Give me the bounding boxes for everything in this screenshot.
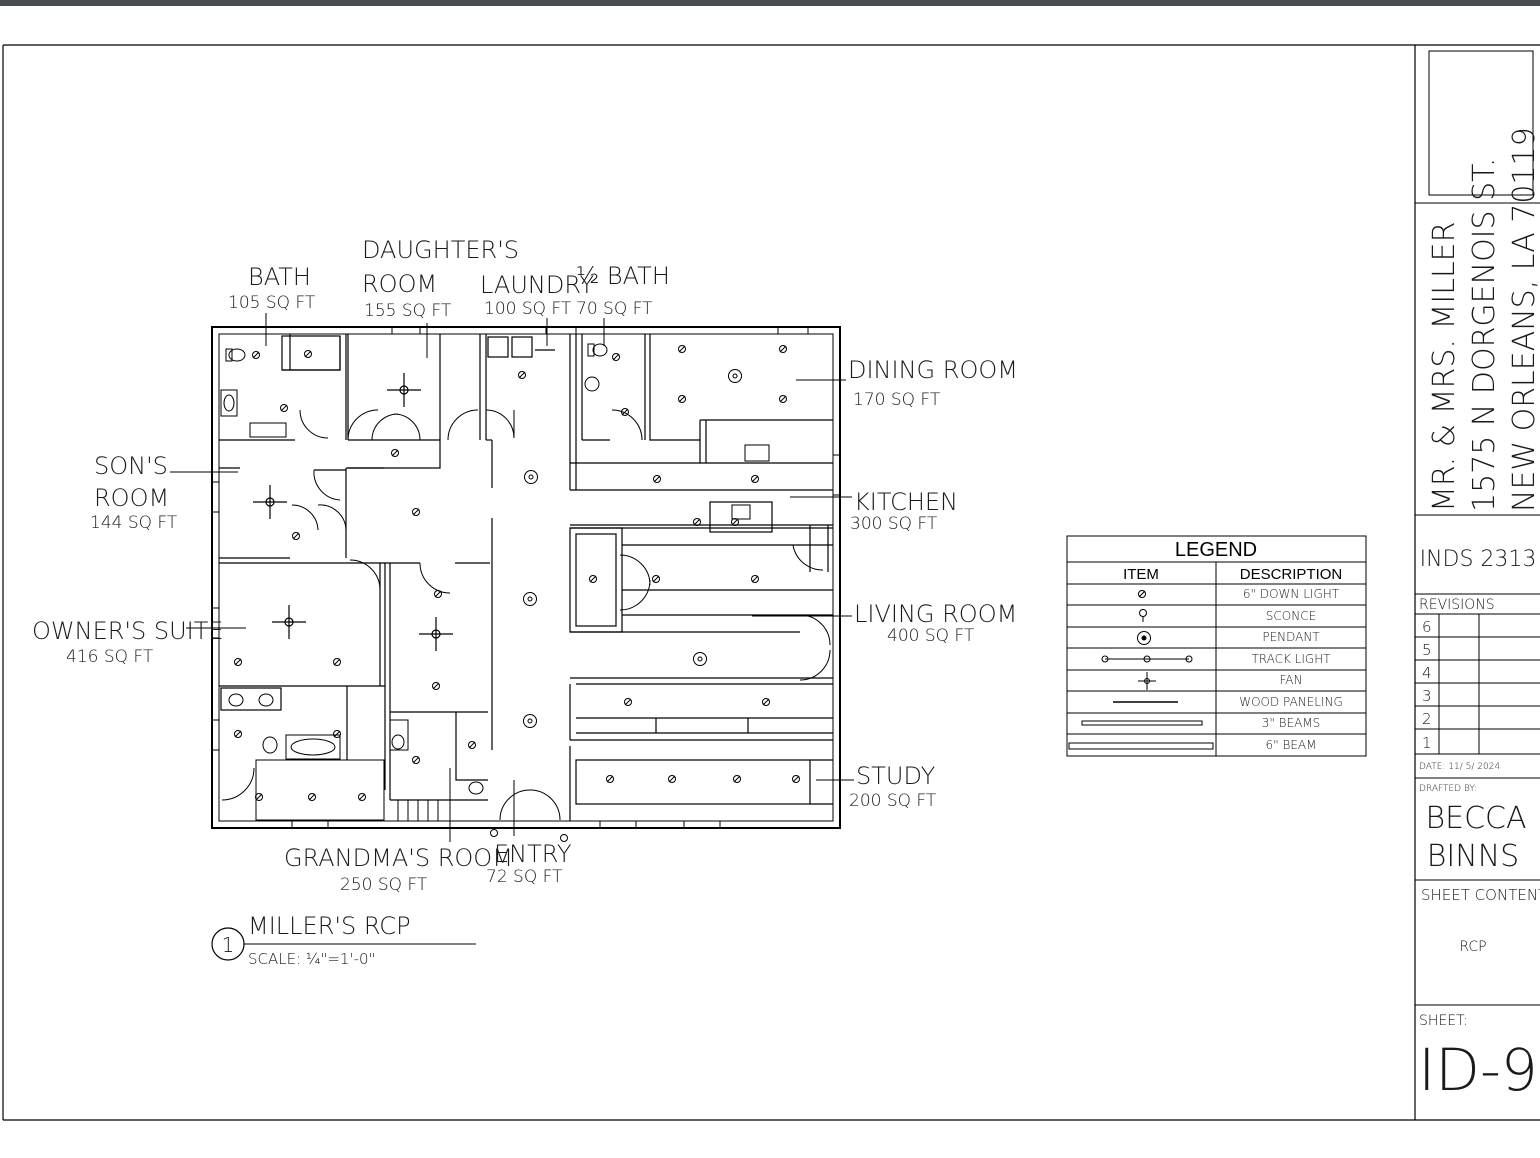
project-info-vertical: MR. & MRS. MILLER 1575 N DORGENOIS ST. N… <box>1427 127 1540 512</box>
room-label-grandmas-room: GRANDMA'S ROOM <box>284 844 513 872</box>
pendant-icon <box>1137 631 1151 645</box>
legend-desc-wood-paneling: WOOD PANELING <box>1239 695 1343 709</box>
legend-title: LEGEND <box>1175 539 1257 561</box>
room-area-laundry: 100 SQ FT <box>484 299 572 319</box>
window-top-bar <box>0 0 1540 6</box>
legend-desc-down-light: 6" DOWN LIGHT <box>1243 587 1340 601</box>
room-area-sons-room: 144 SQ FT <box>90 513 178 533</box>
room-label-owners-suite: OWNER'S SUITE <box>32 617 224 645</box>
room-label-living-room: LIVING ROOM <box>854 600 1017 628</box>
legend-desc-track-light: TRACK LIGHT <box>1251 652 1331 666</box>
track-light-icon <box>1101 655 1193 663</box>
legend-desc-6in-beam: 6" BEAM <box>1266 738 1317 752</box>
sheet-contents: RCP <box>1459 939 1486 955</box>
legend-col-description: DESCRIPTION <box>1240 566 1343 583</box>
room-labels: BATH 105 SQ FT DAUGHTER'S ROOM 155 SQ FT… <box>32 236 1018 895</box>
room-label-entry: ENTRY <box>494 840 572 868</box>
plan-down-lights <box>234 345 800 801</box>
room-area-study: 200 SQ FT <box>849 791 937 811</box>
fan-icon <box>1138 672 1156 690</box>
drawing-title: 1 MILLER'S RCP SCALE: ¼"=1'-0" <box>211 912 476 968</box>
legend-desc-3in-beams: 3" BEAMS <box>1262 716 1321 730</box>
sconce-icon <box>1139 609 1147 622</box>
revision-1: 1 <box>1422 734 1432 752</box>
room-label-study: STUDY <box>856 762 936 790</box>
title-block: MR. & MRS. MILLER 1575 N DORGENOIS ST. N… <box>1415 50 1540 1104</box>
drafted-by-label: DRAFTED BY: <box>1419 784 1477 794</box>
down-light-icon <box>1138 590 1146 598</box>
sheet-label: SHEET: <box>1419 1013 1468 1029</box>
room-area-bath: 105 SQ FT <box>228 293 316 313</box>
legend: LEGEND ITEM DESCRIPTION 6" DOWN LIGHT SC… <box>1066 535 1367 757</box>
room-label-sons-room: SON'S <box>94 452 168 480</box>
legend-col-item: ITEM <box>1123 566 1159 583</box>
sheet-number: ID-9 <box>1418 1036 1538 1104</box>
drawing-date: DATE: 11/ 5/ 2024 <box>1419 762 1500 772</box>
legend-desc-sconce: SCONCE <box>1266 609 1316 623</box>
revision-3: 3 <box>1422 687 1432 705</box>
revision-6: 6 <box>1422 618 1432 636</box>
room-area-living-room: 400 SQ FT <box>887 626 975 646</box>
drafter-last-name: BINNS <box>1427 839 1519 874</box>
room-area-kitchen: 300 SQ FT <box>850 514 938 534</box>
revision-5: 5 <box>1422 641 1432 659</box>
room-area-grandmas-room: 250 SQ FT <box>340 875 428 895</box>
plan-fans <box>253 373 453 651</box>
room-label-laundry: LAUNDRY <box>480 271 594 299</box>
legend-desc-fan: FAN <box>1280 673 1303 687</box>
plan-pendants <box>523 369 742 728</box>
revision-4: 4 <box>1422 664 1432 682</box>
beam-6in-icon <box>1068 742 1214 750</box>
sheet-contents-label: SHEET CONTENTS: <box>1421 886 1540 904</box>
room-label-dining-room: DINING ROOM <box>848 356 1018 384</box>
legend-desc-pendant: PENDANT <box>1262 630 1320 644</box>
room-area-daughters-room: 155 SQ FT <box>364 301 452 321</box>
room-label-half-bath: ½ BATH <box>576 262 670 290</box>
plan-number: 1 <box>222 933 235 957</box>
room-label-sons-room-line2: ROOM <box>94 484 169 512</box>
room-area-owners-suite: 416 SQ FT <box>66 647 154 667</box>
plan-title: MILLER'S RCP <box>248 912 411 940</box>
room-area-entry: 72 SQ FT <box>486 867 563 887</box>
drafter-first-name: BECCA <box>1425 801 1526 836</box>
client-name: MR. & MRS. MILLER <box>1427 222 1462 512</box>
course-code: INDS 2313 <box>1420 547 1537 572</box>
sheet-border <box>2 44 1540 1121</box>
room-label-daughters-room-line2: ROOM <box>362 270 437 298</box>
room-label-bath: BATH <box>248 263 311 291</box>
revision-2: 2 <box>1422 710 1432 728</box>
room-area-dining-room: 170 SQ FT <box>853 390 941 410</box>
revisions-label: REVISIONS <box>1419 597 1495 613</box>
address-line2: NEW ORLEANS, LA 70119 <box>1507 127 1540 512</box>
room-area-half-bath: 70 SQ FT <box>576 299 653 319</box>
room-label-kitchen: KITCHEN <box>854 488 958 516</box>
address-line1: 1575 N DORGENOIS ST. <box>1467 158 1502 512</box>
leader-lines <box>170 313 854 842</box>
floor-plan <box>211 326 841 842</box>
room-label-daughters-room: DAUGHTER'S <box>362 236 519 264</box>
beams-3in-icon <box>1081 720 1203 726</box>
plan-scale: SCALE: ¼"=1'-0" <box>248 950 375 968</box>
